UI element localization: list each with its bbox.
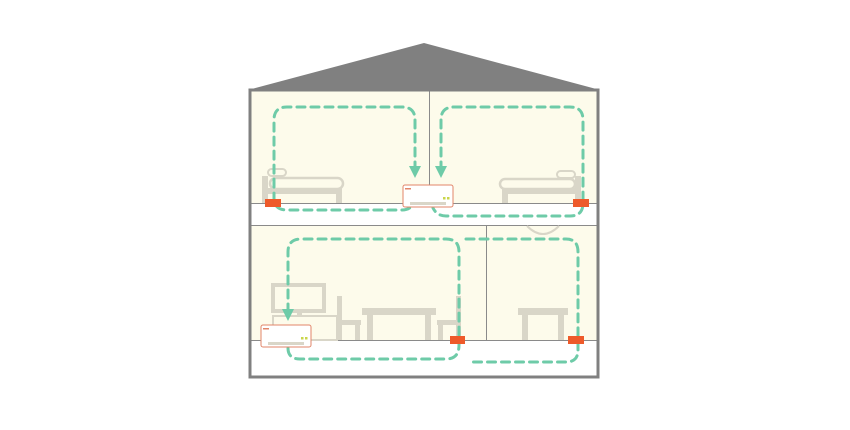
- floor-vent-icon: [573, 199, 589, 207]
- arrow-down-icon: [409, 166, 421, 178]
- airflow-loop-lower-right: [464, 237, 580, 364]
- air-conditioner-icon: [260, 324, 312, 348]
- floor-vent-icon: [450, 336, 465, 344]
- ceiling-lamp: [526, 225, 560, 235]
- floor-vent-icon: [265, 199, 281, 207]
- house-outer-wall: [248, 88, 600, 379]
- airflow-loop-upper-right: [431, 105, 585, 218]
- arrow-down-icon: [282, 309, 294, 321]
- bed-right: [498, 170, 581, 203]
- bed-left: [262, 168, 345, 203]
- airflow-loop-lower-left: [286, 237, 461, 361]
- air-conditioner-icon: [402, 184, 454, 208]
- room-upper-right: [430, 91, 597, 203]
- arrow-down-icon: [435, 166, 447, 178]
- dining-table: [362, 308, 436, 340]
- room-lower-right: [487, 226, 597, 340]
- floor-vent-icon: [568, 336, 584, 344]
- dining-chair-left: [337, 296, 361, 340]
- side-table: [518, 308, 568, 340]
- room-upper-left: [251, 91, 429, 203]
- airflow-loop-upper-left: [272, 105, 417, 212]
- tv-set: [271, 283, 326, 316]
- roof: [248, 43, 600, 90]
